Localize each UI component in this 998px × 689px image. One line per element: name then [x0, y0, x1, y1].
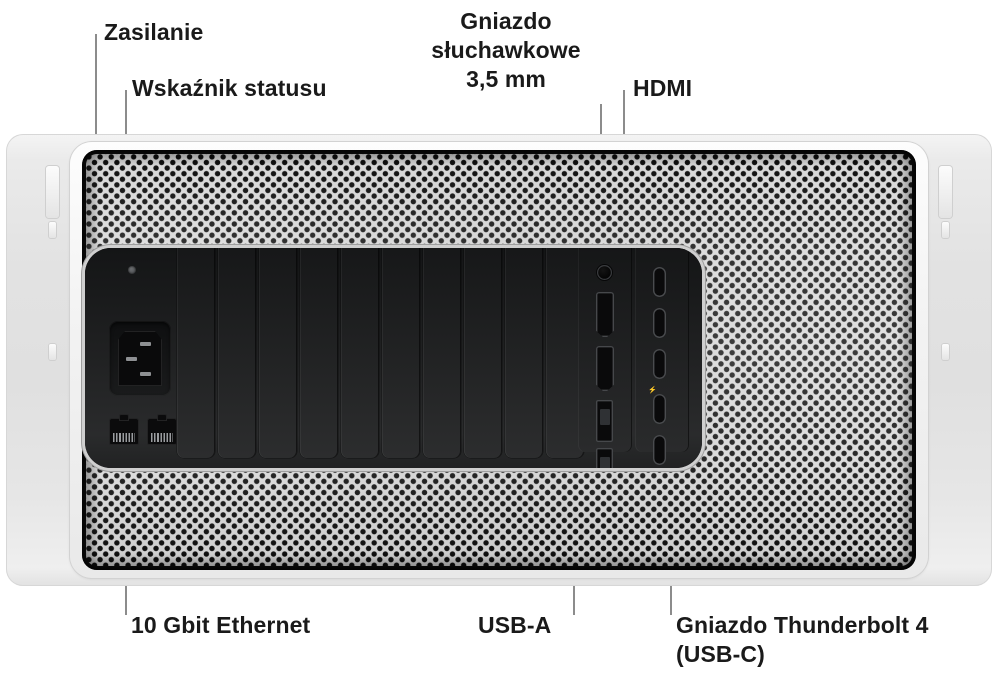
pcie-slot-cover	[382, 248, 420, 458]
headphone-jack-port	[597, 265, 612, 280]
callout-hdmi-label: HDMI	[633, 75, 693, 101]
usb-a-port-1	[596, 400, 613, 442]
pcie-slot-cover	[300, 248, 338, 458]
pcie-slot-cover	[423, 248, 461, 458]
ethernet-port-1-pins	[113, 433, 135, 442]
io-right-cluster: ⚡	[578, 248, 702, 468]
chassis-foot-left-top	[46, 166, 59, 218]
io-panel-inner: ⚡	[85, 248, 702, 468]
thunderbolt-port-4	[653, 394, 666, 424]
callout-usb-a-label: USB-A	[478, 612, 552, 638]
pcie-slot-covers	[177, 248, 589, 468]
pcie-slot-cover	[464, 248, 502, 458]
pcie-slot-cover	[218, 248, 256, 458]
ethernet-port-2	[147, 414, 177, 445]
pcie-slot-cover	[341, 248, 379, 458]
chassis-clip-left-top	[49, 222, 56, 238]
power-pin-middle	[126, 357, 137, 361]
chassis-foot-right-top	[939, 166, 952, 218]
power-pin-top	[140, 342, 151, 346]
ethernet-port-2-pins	[151, 433, 173, 442]
chassis-clip-right-top	[942, 222, 949, 238]
pcie-slot-cover	[546, 248, 584, 458]
pcie-slot-cover	[177, 248, 215, 458]
thunderbolt-port-5	[653, 435, 666, 465]
thunderbolt-port-1	[653, 267, 666, 297]
pcie-slot-cover	[505, 248, 543, 458]
io-panel: ⚡	[85, 248, 702, 468]
power-inlet-face	[118, 331, 162, 386]
hdmi-port-1	[596, 292, 614, 337]
ethernet-port-1	[109, 414, 139, 445]
chassis-clip-left-middle	[49, 344, 56, 360]
hdmi-port-2	[596, 346, 614, 391]
thunderbolt-icon: ⚡	[648, 387, 657, 394]
mac-pro-chassis: ⚡	[6, 134, 992, 586]
chassis-clip-right-middle	[942, 344, 949, 360]
power-pin-bottom	[140, 372, 151, 376]
status-indicator-led	[128, 266, 136, 274]
thunderbolt-port-2	[653, 308, 666, 338]
callout-status-indicator-label: Wskaźnik statusu	[132, 75, 327, 101]
callout-headphone-jack-label: Gniazdo słuchawkowe 3,5 mm	[431, 8, 581, 92]
callout-thunderbolt-label: Gniazdo Thunderbolt 4 (USB-C)	[676, 612, 929, 667]
callout-ethernet-label: 10 Gbit Ethernet	[131, 612, 311, 638]
usb-a-port-2	[596, 448, 613, 468]
callout-power-label: Zasilanie	[104, 19, 204, 45]
power-inlet-port	[109, 321, 171, 396]
pcie-slot-cover	[259, 248, 297, 458]
thunderbolt-port-3	[653, 349, 666, 379]
